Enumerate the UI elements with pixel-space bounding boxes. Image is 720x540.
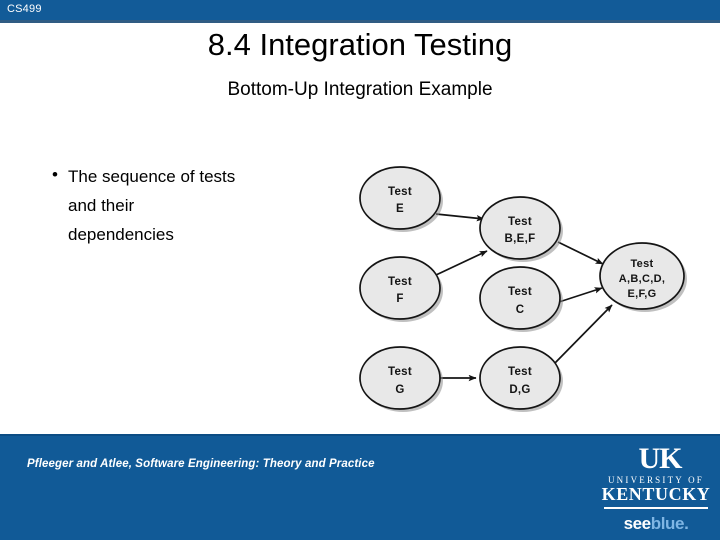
diagram-edges — [435, 213, 613, 382]
bullet-text: The sequence of tests and their dependen… — [68, 167, 236, 244]
node-label-line2: D,G — [509, 384, 530, 396]
node-label-line1: Test — [388, 276, 412, 288]
node-label-line1: Test — [388, 366, 412, 378]
diagram-svg: Test E Test B,E,F Test F Test C Test A,B… — [359, 166, 687, 412]
edge-F-to-BEF — [435, 250, 488, 276]
slide-title: 8.4 Integration Testing — [207, 27, 513, 62]
uk-monogram-icon: UK — [638, 442, 683, 475]
footer-band — [0, 434, 720, 540]
logo-tagline-see: see — [623, 513, 652, 533]
bullet-list: • The sequence of tests and their depend… — [52, 162, 312, 249]
diagram-node-test-f[interactable]: Test F — [359, 256, 441, 320]
node-label-line1: Test — [508, 216, 532, 228]
node-label-line2: G — [395, 384, 404, 396]
logo-university-of-text: UNIVERSITY OF — [607, 475, 705, 485]
diagram-node-test-g[interactable]: Test G — [359, 346, 441, 410]
list-item: • The sequence of tests and their depend… — [52, 162, 312, 249]
diagram-node-test-all[interactable]: Test A,B,C,D, E,F,G — [599, 242, 685, 310]
logo-tagline-blue: blue. — [650, 513, 689, 533]
logo-kentucky-text: KENTUCKY — [601, 484, 711, 504]
logo-divider — [604, 507, 708, 509]
edge-BEF-to-ALL — [557, 241, 604, 265]
node-label-line1: Test — [388, 186, 412, 198]
node-label-line2: A,B,C,D, — [619, 273, 665, 285]
diagram-node-test-dg[interactable]: Test D,G — [479, 346, 561, 410]
course-code-label: CS499 — [7, 3, 42, 15]
source-attribution: Pfleeger and Atlee, Software Engineering… — [27, 458, 375, 470]
top-header-band-shadow — [0, 20, 720, 23]
node-label-line2: C — [516, 304, 525, 316]
slide-subtitle: Bottom-Up Integration Example — [227, 79, 493, 100]
edge-DG-to-ALL — [553, 304, 613, 365]
node-label-line1: Test — [630, 258, 653, 270]
edge-E-to-BEF — [435, 213, 485, 222]
edge-C-to-ALL — [558, 287, 603, 303]
node-label-line2: F — [396, 293, 403, 305]
diagram-node-test-bef[interactable]: Test B,E,F — [479, 196, 561, 260]
node-label-line1: Test — [508, 286, 532, 298]
node-label-line2: B,E,F — [505, 233, 536, 245]
node-label-line1: Test — [508, 366, 532, 378]
top-header-band — [0, 0, 720, 20]
university-of-kentucky-logo: UK UNIVERSITY OF KENTUCKY seeblue. — [598, 444, 714, 534]
bullet-marker-icon: • — [52, 165, 58, 184]
footer-band-top-edge — [0, 434, 720, 436]
node-label-line3: E,F,G — [627, 288, 656, 300]
diagram-node-test-e[interactable]: Test E — [359, 166, 441, 230]
test-dependency-diagram: Test E Test B,E,F Test F Test C Test A,B… — [348, 152, 716, 424]
diagram-node-test-c[interactable]: Test C — [479, 266, 561, 330]
node-label-line2: E — [396, 203, 404, 215]
logo-tagline: seeblue. — [598, 514, 714, 534]
